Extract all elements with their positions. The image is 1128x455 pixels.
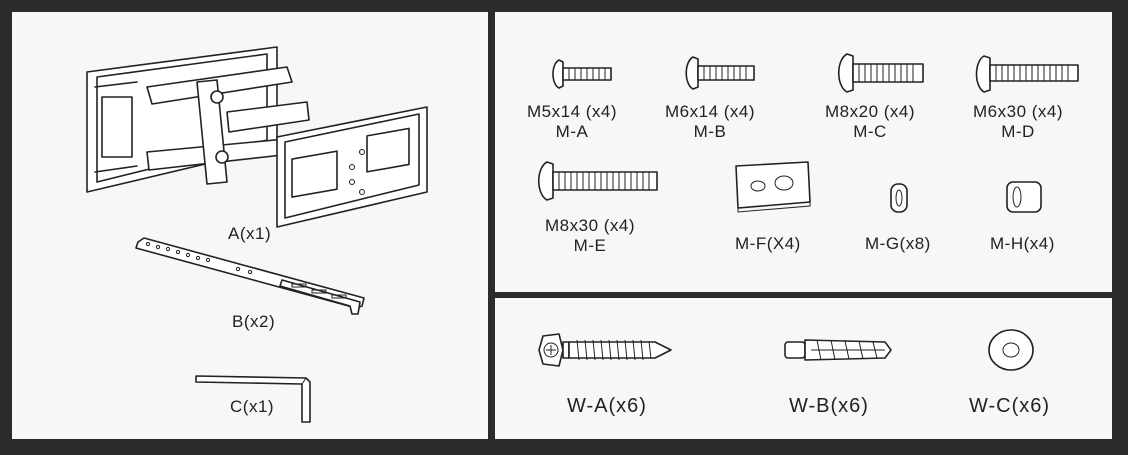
- screw-m-c-icon: [837, 53, 924, 93]
- hardware-m-d-label: M6x30 (x4) M-D: [973, 102, 1064, 141]
- hardware-m-c-label: M8x20 (x4) M-C: [825, 102, 916, 141]
- screw-m-b-icon: [685, 56, 755, 90]
- washer-m-g-icon: [890, 183, 908, 213]
- part-a-label: A(x1): [228, 224, 272, 243]
- wall-hardware-panel: W-A(x6) W-B(x6) W-C(x6): [495, 298, 1112, 439]
- tv-mounting-hardware-panel: M5x14 (x4) M-A M6x14 (x4) M-B M8x20 (x4)…: [495, 12, 1112, 292]
- flat-washer-icon: [988, 329, 1034, 371]
- hardware-m-b-label: M6x14 (x4) M-B: [665, 102, 756, 141]
- hardware-m-f-label: M-F(X4): [735, 234, 801, 253]
- hardware-w-a-label: W-A(x6): [567, 395, 647, 417]
- spacer-m-h-icon: [1006, 181, 1042, 213]
- hardware-m-h-label: M-H(x4): [990, 234, 1055, 253]
- hardware-w-c-label: W-C(x6): [969, 395, 1051, 417]
- hardware-m-a-label: M5x14 (x4) M-A: [527, 102, 618, 141]
- allen-wrench-icon: [195, 375, 311, 423]
- wall-anchor-icon: [784, 339, 892, 361]
- hardware-m-e-label: M8x30 (x4) M-E: [545, 216, 636, 255]
- part-c-label: C(x1): [230, 397, 275, 416]
- main-parts-panel: A(x1) B(x2) C(x1): [12, 12, 488, 439]
- part-b-label: B(x2): [232, 312, 276, 331]
- swing-arm-icon: [86, 46, 428, 228]
- bracket-icon: [135, 237, 365, 315]
- hardware-w-b-label: W-B(x6): [789, 395, 869, 417]
- lag-bolt-icon: [538, 333, 672, 367]
- hardware-m-g-label: M-G(x8): [865, 234, 931, 253]
- screw-m-e-icon: [537, 161, 658, 201]
- screw-m-d-icon: [975, 55, 1079, 93]
- spacer-plate-icon: [735, 161, 811, 213]
- screw-m-a-icon: [552, 59, 612, 89]
